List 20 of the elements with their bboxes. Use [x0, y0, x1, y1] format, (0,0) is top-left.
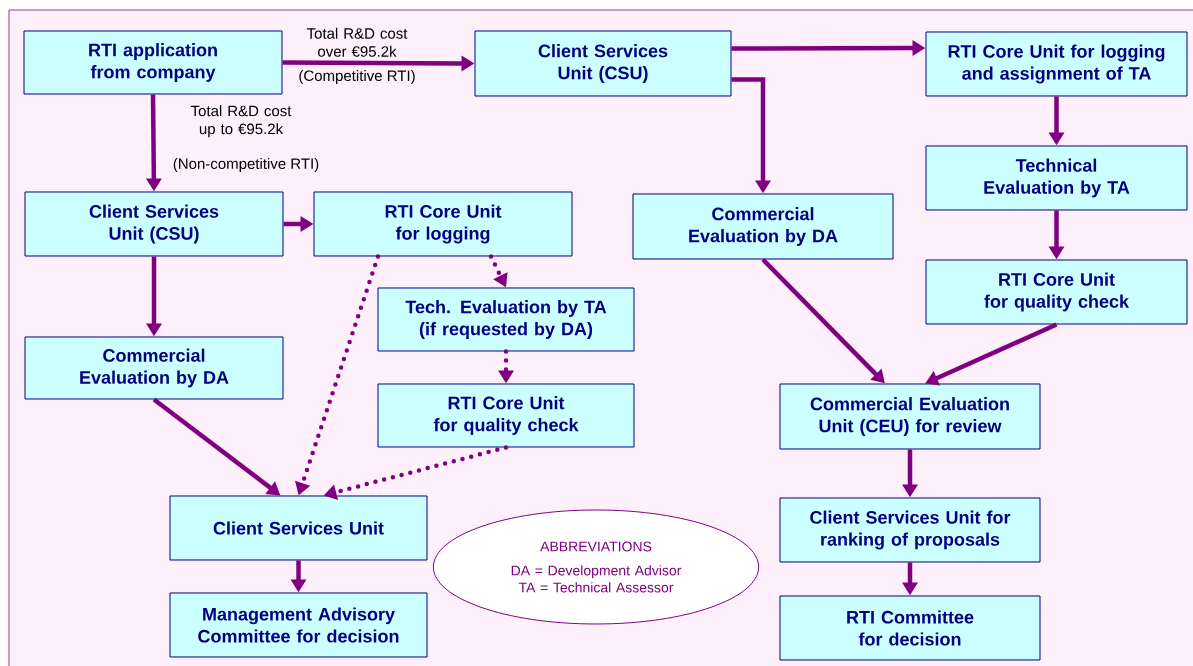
- process-box: Technical Evaluation by TA: [925, 145, 1188, 211]
- process-box: Commercial Evaluation Unit (CEU) for review: [779, 383, 1041, 450]
- process-box: RTI Committee for decision: [779, 595, 1041, 661]
- process-box: Client Services Unit (CSU): [474, 30, 732, 97]
- process-box: Client Services Unit (CSU): [24, 191, 284, 257]
- process-box: RTI application from company: [23, 30, 283, 95]
- process-box: Client Services Unit for ranking of proposals: [779, 497, 1041, 563]
- process-box: Commercial Evaluation by DA: [24, 336, 284, 400]
- process-box: Management Advisory Committee for decision: [169, 592, 428, 658]
- edge-note: (Competitive RTI): [297, 69, 417, 85]
- edge-note: (Non-competitive RTI): [171, 157, 321, 173]
- process-box: Client Services Unit: [169, 495, 428, 561]
- process-box: RTI Core Unit for quality check: [377, 383, 635, 448]
- process-box: Tech. Evaluation by TA (if requested by DA): [377, 287, 635, 352]
- process-box: RTI Core Unit for logging and assignment of TA: [925, 31, 1188, 97]
- process-box: RTI Core Unit for quality check: [925, 259, 1188, 325]
- process-box: RTI Core Unit for logging: [313, 191, 573, 257]
- edge-label: Total R&D cost up to €95.2k: [180, 104, 302, 139]
- process-box: Commercial Evaluation by DA: [632, 193, 894, 260]
- edge-label: Total R&D cost over €95.2k: [296, 26, 418, 58]
